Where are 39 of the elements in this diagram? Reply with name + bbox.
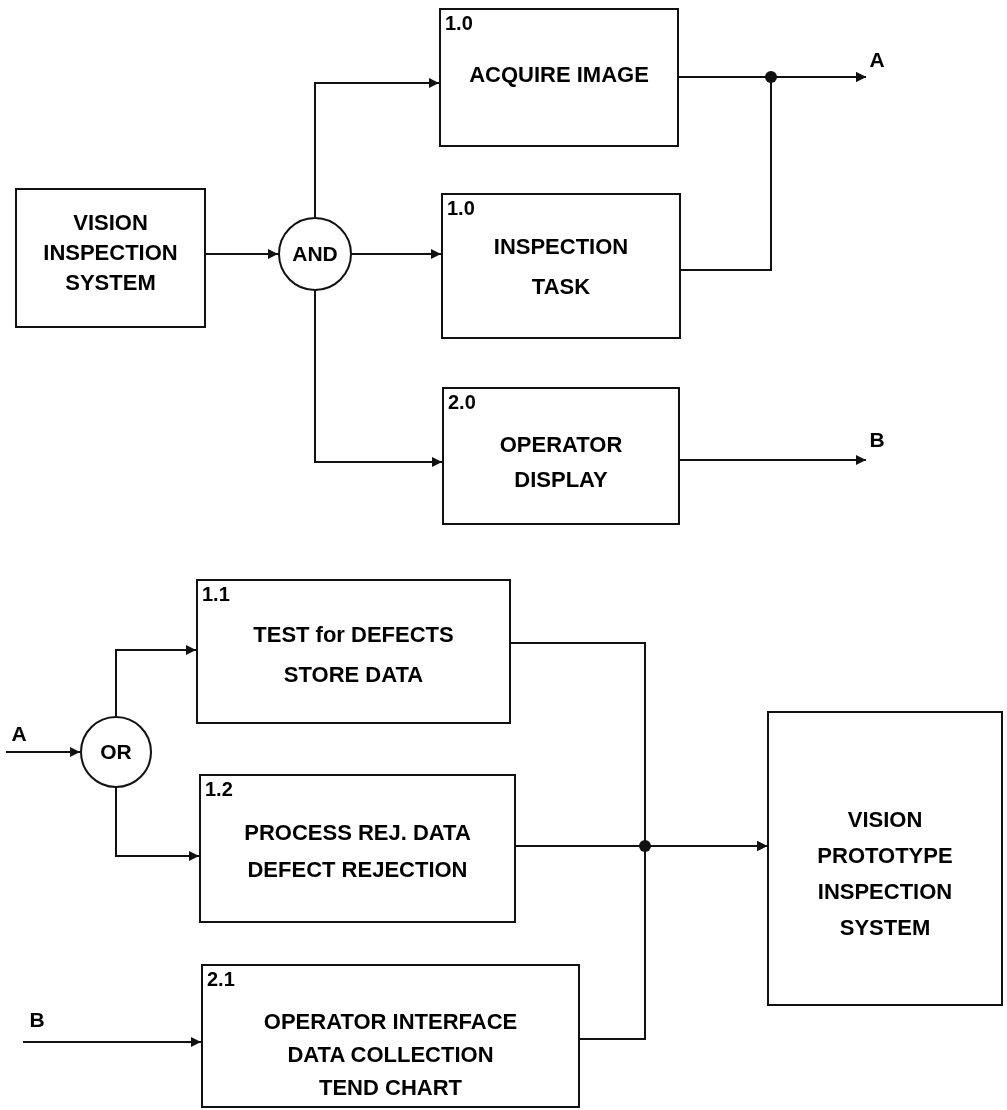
process-box	[441, 193, 681, 339]
arrow	[205, 249, 279, 259]
process-box	[439, 8, 679, 147]
step-number: 1.1	[202, 583, 230, 605]
process-title: ACQUIRE IMAGE	[468, 61, 650, 89]
arrow	[115, 645, 197, 717]
process-title: TEST for DEFECTS STORE DATA	[252, 621, 455, 689]
process-title: PROCESS REJ. DATA DEFECT REJECTION	[243, 819, 472, 884]
connector-label: B	[866, 428, 888, 460]
process-title: INSPECTION TASK	[492, 233, 630, 301]
process-title: OPERATOR INTERFACE DATA COLLECTION TEND CHART	[262, 1008, 519, 1102]
gate-label: OR	[100, 740, 132, 764]
step-number: 1.0	[445, 12, 473, 34]
process-box	[199, 774, 516, 923]
step-number: 1.2	[205, 778, 233, 800]
gate-label: AND	[292, 242, 338, 266]
step-number: 1.0	[447, 197, 475, 219]
process-box	[767, 711, 1003, 1006]
process-box	[15, 188, 206, 328]
process-title: OPERATOR DISPLAY	[498, 431, 624, 494]
arrow	[679, 455, 867, 465]
connector-label: A	[6, 722, 32, 752]
arrow	[351, 249, 442, 259]
process-box	[442, 387, 680, 525]
arrow	[579, 841, 768, 1040]
arrow	[314, 78, 440, 218]
process-box	[196, 579, 511, 724]
process-title: VISION INSPECTION SYSTEM	[42, 209, 179, 297]
step-number: 2.0	[448, 391, 476, 413]
arrow	[115, 787, 200, 861]
process-box	[201, 964, 580, 1108]
arrow	[5, 747, 81, 757]
step-number: 2.1	[207, 968, 235, 990]
arrow	[22, 1037, 202, 1047]
process-title: VISION PROTOTYPE INSPECTION SYSTEM	[816, 806, 954, 942]
arrow	[314, 290, 443, 467]
arrow	[680, 72, 867, 271]
connector-label: B	[22, 1008, 52, 1042]
connector-label: A	[866, 48, 888, 78]
